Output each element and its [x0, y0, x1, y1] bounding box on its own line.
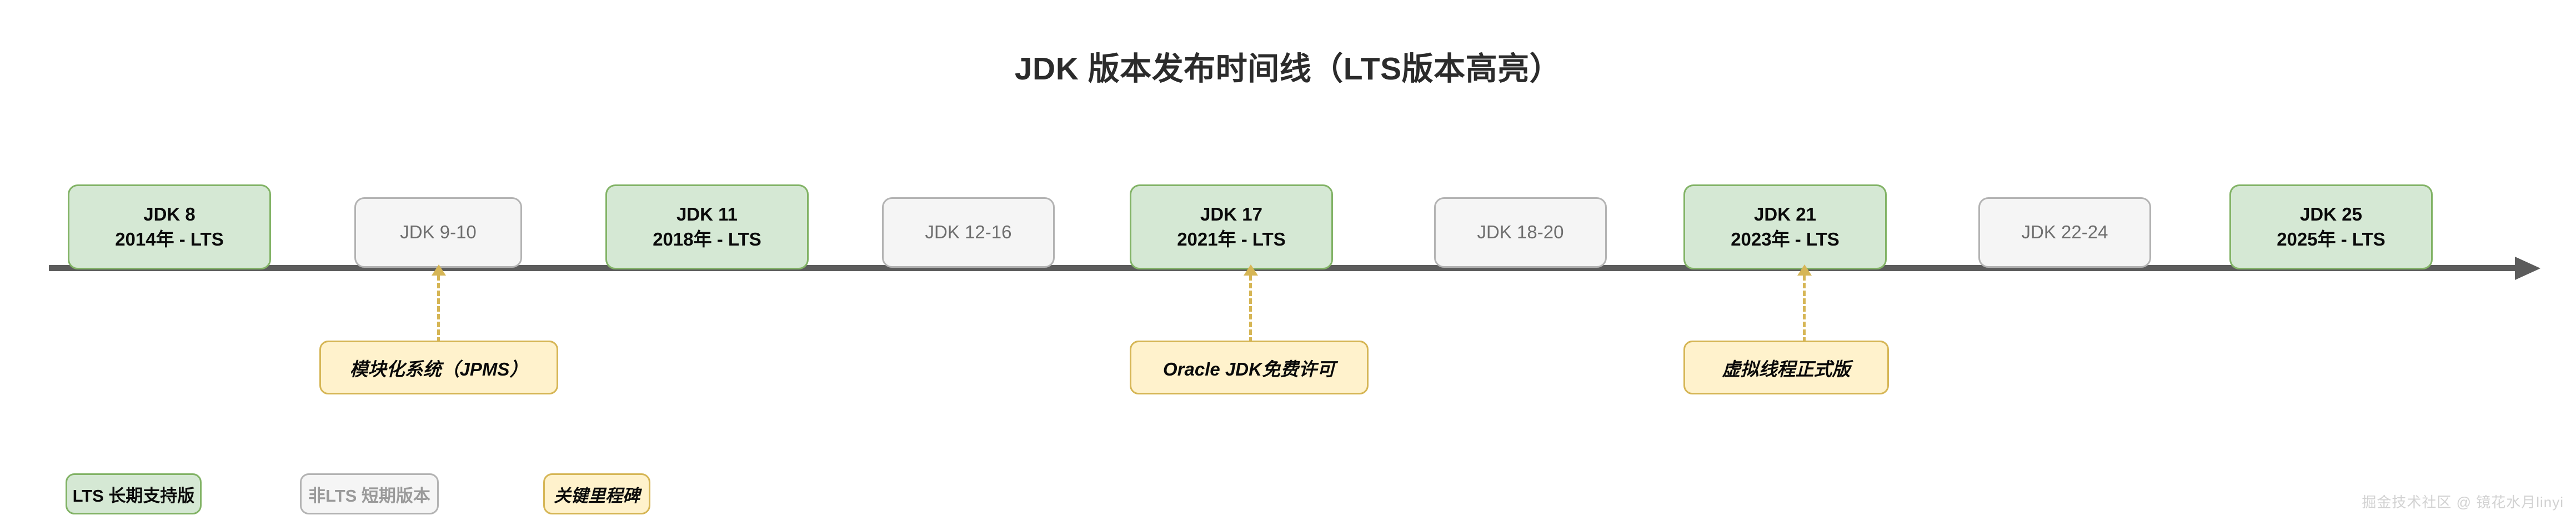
milestone-jpms[interactable]: 模块化系统（JPMS）: [319, 341, 558, 394]
node-label: JDK 9-10: [400, 222, 477, 243]
timeline-node-jdk8[interactable]: JDK 8 2014年 - LTS: [68, 184, 271, 269]
connector-arrow-license: [1244, 264, 1258, 276]
legend-item-lts[interactable]: LTS 长期支持版: [66, 473, 202, 514]
timeline-node-jdk21[interactable]: JDK 21 2023年 - LTS: [1683, 184, 1887, 269]
legend-label: 非LTS 短期版本: [308, 486, 430, 506]
timeline-arrow-icon: [2515, 257, 2540, 280]
node-label: JDK 22-24: [2021, 222, 2108, 243]
connector-line-loom: [1803, 275, 1806, 343]
node-sublabel: 2014年 - LTS: [115, 228, 224, 249]
connector-arrow-jpms: [432, 264, 446, 276]
timeline-node-jdk11[interactable]: JDK 11 2018年 - LTS: [605, 184, 809, 269]
node-sublabel: 2023年 - LTS: [1731, 228, 1840, 249]
milestone-label: Oracle JDK免费许可: [1163, 358, 1335, 379]
timeline-node-jdk18-20[interactable]: JDK 18-20: [1434, 197, 1607, 268]
milestone-label: 虚拟线程正式版: [1722, 358, 1851, 379]
legend-label: LTS 长期支持版: [72, 486, 195, 506]
node-label: JDK 21: [1754, 204, 1816, 225]
timeline-node-jdk17[interactable]: JDK 17 2021年 - LTS: [1130, 184, 1333, 269]
timeline-node-jdk9-10[interactable]: JDK 9-10: [354, 197, 522, 268]
milestone-oracle-license[interactable]: Oracle JDK免费许可: [1130, 341, 1369, 394]
legend-label: 关键里程碑: [554, 486, 640, 506]
node-label: JDK 18-20: [1477, 222, 1564, 243]
milestone-label: 模块化系统（JPMS）: [349, 358, 528, 379]
node-sublabel: 2025年 - LTS: [2277, 228, 2385, 249]
connector-line-jpms: [437, 275, 440, 343]
page-title: JDK 版本发布时间线（LTS版本高亮）: [1014, 51, 1562, 87]
timeline-node-jdk25[interactable]: JDK 25 2025年 - LTS: [2229, 184, 2433, 269]
node-sublabel: 2018年 - LTS: [653, 228, 761, 249]
timeline-node-jdk22-24[interactable]: JDK 22-24: [1978, 197, 2151, 268]
node-label: JDK 8: [143, 204, 196, 225]
legend-item-non-lts[interactable]: 非LTS 短期版本: [300, 473, 439, 514]
node-label: JDK 25: [2300, 204, 2362, 225]
node-sublabel: 2021年 - LTS: [1177, 228, 1286, 249]
node-label: JDK 17: [1200, 204, 1262, 225]
watermark: 掘金技术社区 @ 镜花水月linyi: [2362, 494, 2564, 511]
connector-line-license: [1249, 275, 1252, 343]
connector-arrow-loom: [1797, 264, 1812, 276]
timeline-node-jdk12-16[interactable]: JDK 12-16: [882, 197, 1055, 268]
node-label: JDK 11: [676, 204, 738, 225]
milestone-virtual-threads[interactable]: 虚拟线程正式版: [1683, 341, 1889, 394]
legend-item-milestone[interactable]: 关键里程碑: [543, 473, 650, 514]
node-label: JDK 12-16: [925, 222, 1012, 243]
